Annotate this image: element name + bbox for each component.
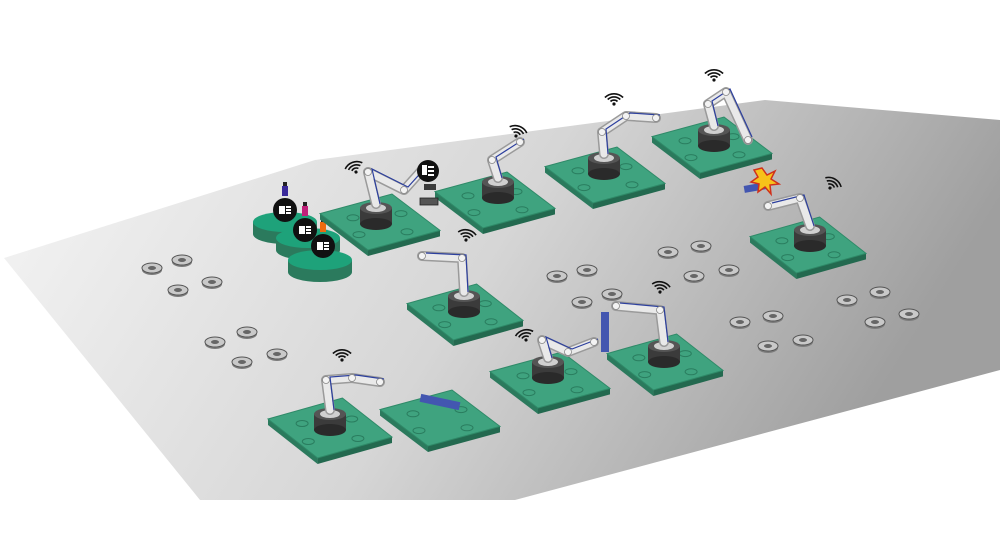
wifi-icon [825,176,842,190]
wifi-icon [651,280,671,294]
wifi-icon [457,228,477,242]
robot-arm [588,93,661,180]
floor-anchor-icon [690,240,712,253]
floor-anchor-icon [657,246,679,259]
tool-disc [288,250,352,282]
floor-anchor-icon [141,262,163,275]
floor-anchor-icon [601,288,623,301]
wifi-icon [514,328,534,342]
robot-arm [763,176,842,252]
robot-arm [344,160,427,230]
floor-anchor-icon [171,254,193,267]
robot-arm [482,124,528,204]
floor-anchor-icon [718,264,740,277]
wifi-icon [604,93,624,106]
robot-arm [417,228,480,318]
wifi-icon [344,160,363,174]
floor-anchor-icon [757,340,779,353]
robot-arm [698,69,753,152]
floor-anchor-icon [546,270,568,283]
wifi-icon [332,349,352,362]
spark-icon [749,167,782,197]
floor-anchor-icon [869,286,891,299]
gripper-tool-icon [417,160,439,206]
floor-anchor-group [141,240,920,369]
tool-rack-icon [293,202,317,242]
floor-anchor-icon [683,270,705,283]
robot-arm-group [314,69,842,436]
factory-floor [4,100,1000,500]
floor-anchor-icon [236,326,258,339]
workpiece-bar [419,393,461,411]
workpiece-post [601,312,609,352]
robot-arm [611,280,680,368]
floor-anchor-icon [836,294,858,307]
floor-anchor-icon [864,316,886,329]
floor-anchor-icon [571,296,593,309]
platform-group [266,116,868,464]
floor-anchor-icon [576,264,598,277]
wifi-icon [509,124,528,138]
floor-anchor-icon [729,316,751,329]
wifi-icon [704,69,724,82]
workpiece-group [417,160,782,411]
floor-anchor-icon [167,284,189,297]
floor-anchor-icon [898,308,920,321]
tool-rack-icon [273,182,297,222]
floor-anchor-icon [204,336,226,349]
floor-anchor-icon [266,348,288,361]
floor-anchor-icon [231,356,253,369]
floor-anchor-icon [792,334,814,347]
floor-anchor-icon [762,310,784,323]
robot-arm [514,328,599,384]
tool-rack [253,182,352,282]
floor-anchor-icon [201,276,223,289]
robot-arm [314,349,385,436]
